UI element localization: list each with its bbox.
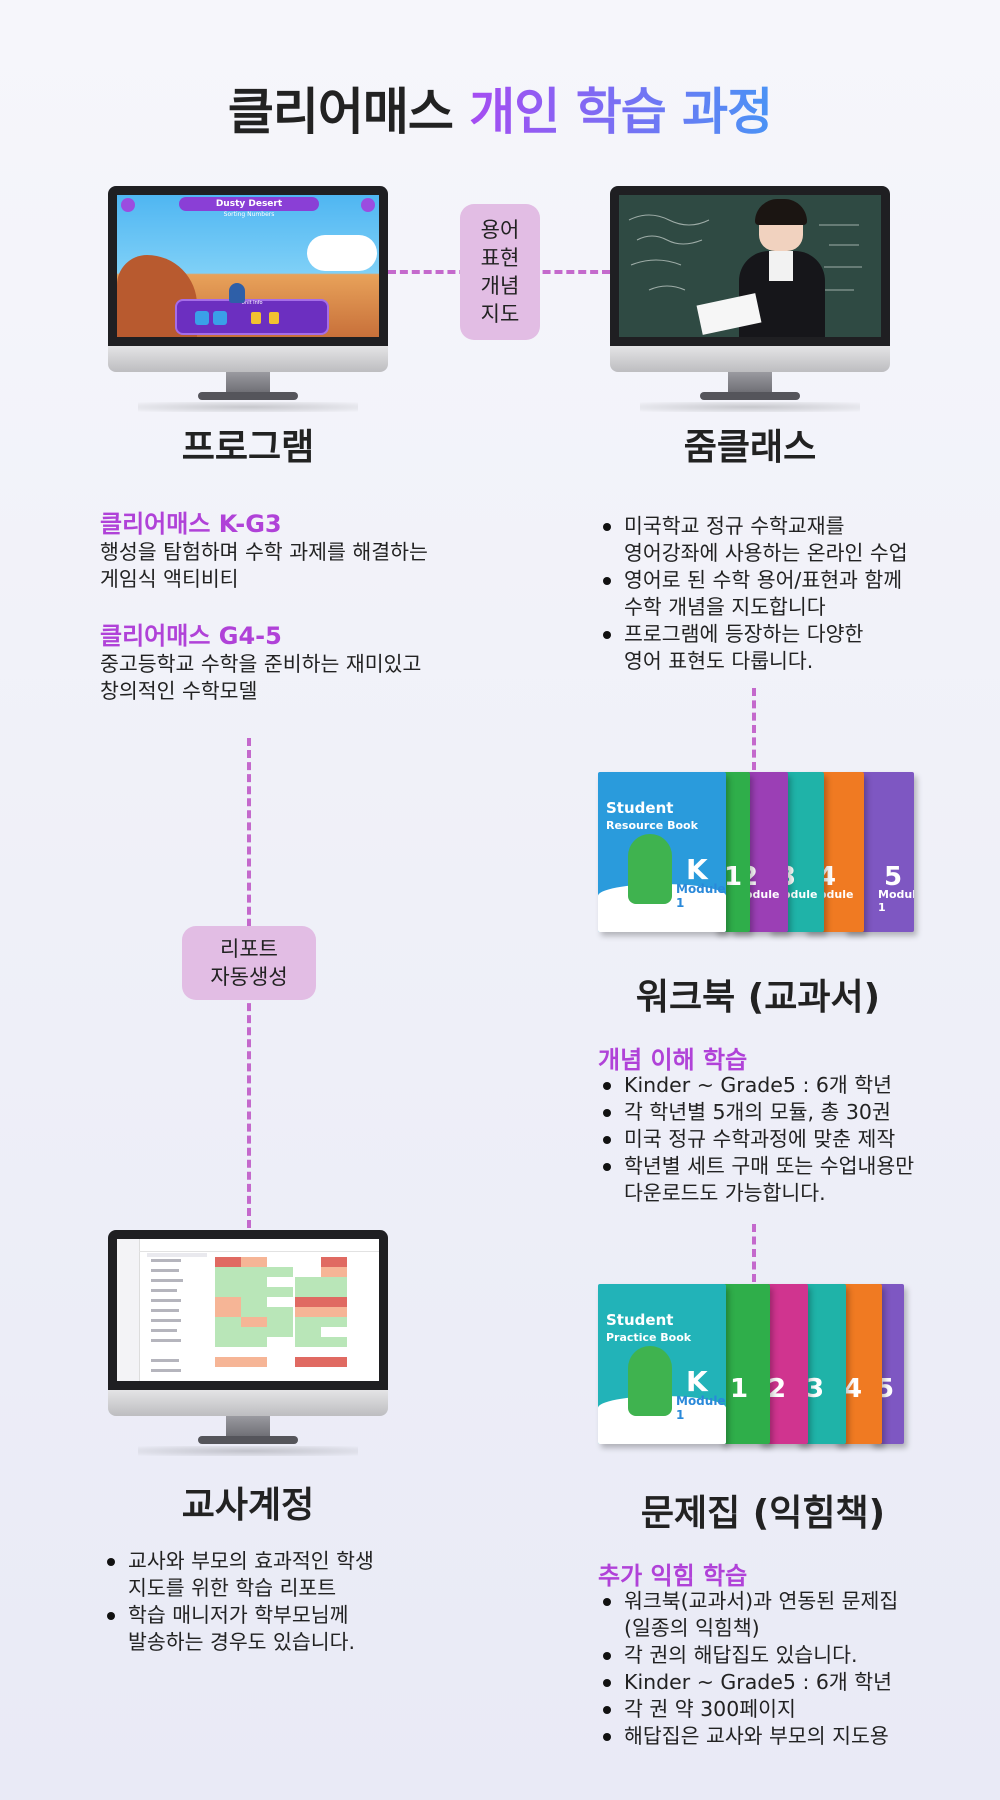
practice-bullets: 워크북(교과서)과 연동된 문제집(일종의 익힘책) 각 권의 해답집도 있습니…: [598, 1588, 998, 1750]
program-subtitle: 클리어매스 K-G3: [100, 510, 282, 538]
program-item-2: 클리어매스 G4-5 중고등학교 수학을 준비하는 재미있고 창의적인 수학모델: [100, 616, 460, 705]
workbook-bullets: Kinder ~ Grade5 : 6개 학년 각 학년별 5개의 모듈, 총 …: [598, 1072, 998, 1207]
teacher-photo: [619, 195, 881, 337]
list-item: 워크북(교과서)과 연동된 문제집(일종의 익힘책): [598, 1588, 998, 1642]
character-icon: [628, 1346, 672, 1416]
program-text: 중고등학교 수학을 준비하는 재미있고: [100, 652, 422, 676]
title-brand: 클리어매스: [227, 83, 454, 141]
list-item: 각 권 약 300페이지: [598, 1696, 998, 1723]
lock-icon: [269, 312, 279, 324]
workbook-heading: 워크북 (교과서): [635, 977, 881, 1018]
list-item: 미국 정규 수학과정에 맞춘 제작: [598, 1126, 998, 1153]
unit-panel-label: Unit Info: [241, 300, 263, 306]
pill-line: 자동생성: [210, 965, 288, 989]
connector-line-right-1: [752, 688, 756, 770]
game-screenshot: Dusty Desert Sorting Numbers Unit Info: [117, 195, 379, 337]
teacher-heading: 교사계정: [181, 1485, 315, 1526]
practice-subtitle: 추가 익힘 학습: [598, 1562, 748, 1590]
character-icon: [229, 283, 245, 303]
teacher-monitor: [108, 1230, 388, 1460]
zoom-monitor: [610, 186, 890, 416]
lock-icon: [251, 312, 261, 324]
connector-line-right-2: [752, 1224, 756, 1282]
list-item: 각 권의 해답집도 있습니다.: [598, 1642, 998, 1669]
list-item: Kinder ~ Grade5 : 6개 학년: [598, 1072, 998, 1099]
list-item: 해답집은 교사와 부모의 지도용: [598, 1723, 998, 1750]
pill-line: 개념: [480, 274, 520, 298]
list-item: 각 학년별 5개의 모듈, 총 30권: [598, 1099, 998, 1126]
report-pill: 리포트 자동생성: [182, 926, 316, 1000]
program-text: 행성을 탐험하며 수학 과제를 해결하는: [100, 540, 428, 564]
vocab-pill: 용어 표현 개념 지도: [460, 204, 540, 340]
program-text: 게임식 액티비티: [100, 567, 239, 591]
report-dashboard: [117, 1239, 379, 1381]
practice-heading: 문제집 (익힘책): [640, 1493, 886, 1534]
pill-line: 리포트: [220, 937, 278, 961]
pill-line: 지도: [480, 302, 520, 326]
program-text: 창의적인 수학모델: [100, 679, 258, 703]
pill-line: 표현: [480, 246, 520, 270]
menu-icon: [361, 198, 375, 212]
back-icon: [121, 198, 135, 212]
character-icon: [628, 834, 672, 904]
list-item: Kinder ~ Grade5 : 6개 학년: [598, 1669, 998, 1696]
title-highlight: 개인 학습 과정: [469, 83, 773, 141]
unit-panel: Unit Info: [175, 299, 329, 335]
zoom-heading: 줌클래스: [683, 427, 817, 468]
program-item-1: 클리어매스 K-G3 행성을 탐험하며 수학 과제를 해결하는 게임식 액티비티: [100, 504, 460, 593]
book-cover: 1: [720, 1284, 770, 1444]
program-monitor: Dusty Desert Sorting Numbers Unit Info: [108, 186, 388, 416]
level-banner: Dusty Desert: [179, 197, 319, 211]
page-title: 클리어매스 개인 학습 과정: [0, 72, 1000, 144]
pill-line: 용어: [480, 218, 520, 242]
program-heading: 프로그램: [181, 427, 315, 468]
workbook-subtitle: 개념 이해 학습: [598, 1046, 748, 1074]
level-subtitle: Sorting Numbers: [223, 211, 275, 218]
program-subtitle: 클리어매스 G4-5: [100, 622, 282, 650]
